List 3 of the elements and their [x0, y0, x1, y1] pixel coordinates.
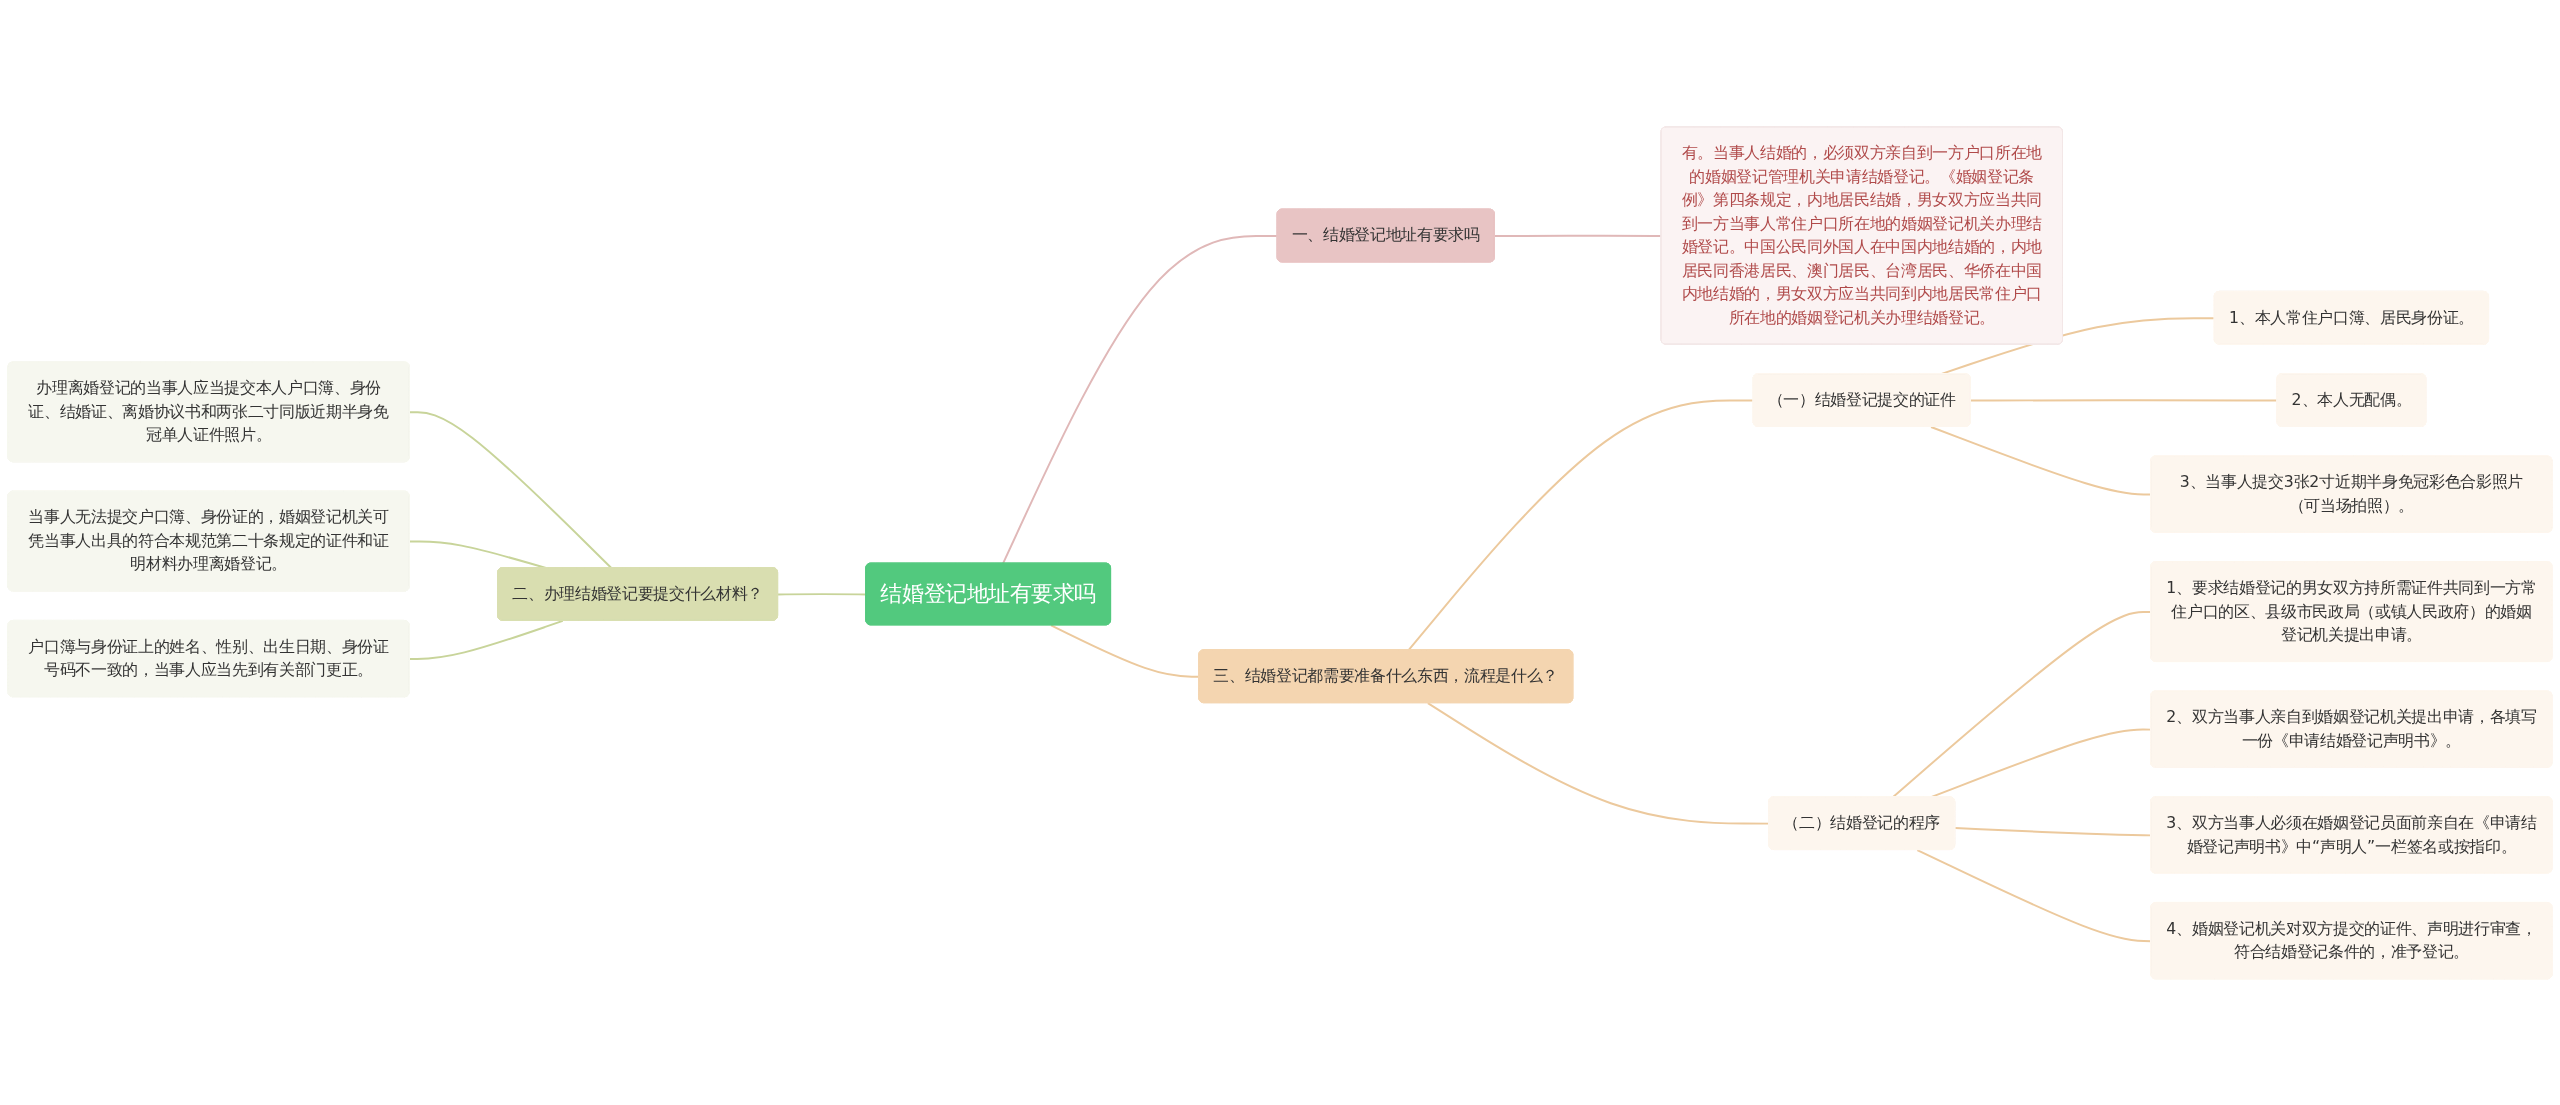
connector	[408, 410, 613, 569]
connector	[1407, 399, 1755, 651]
connector	[408, 619, 564, 660]
